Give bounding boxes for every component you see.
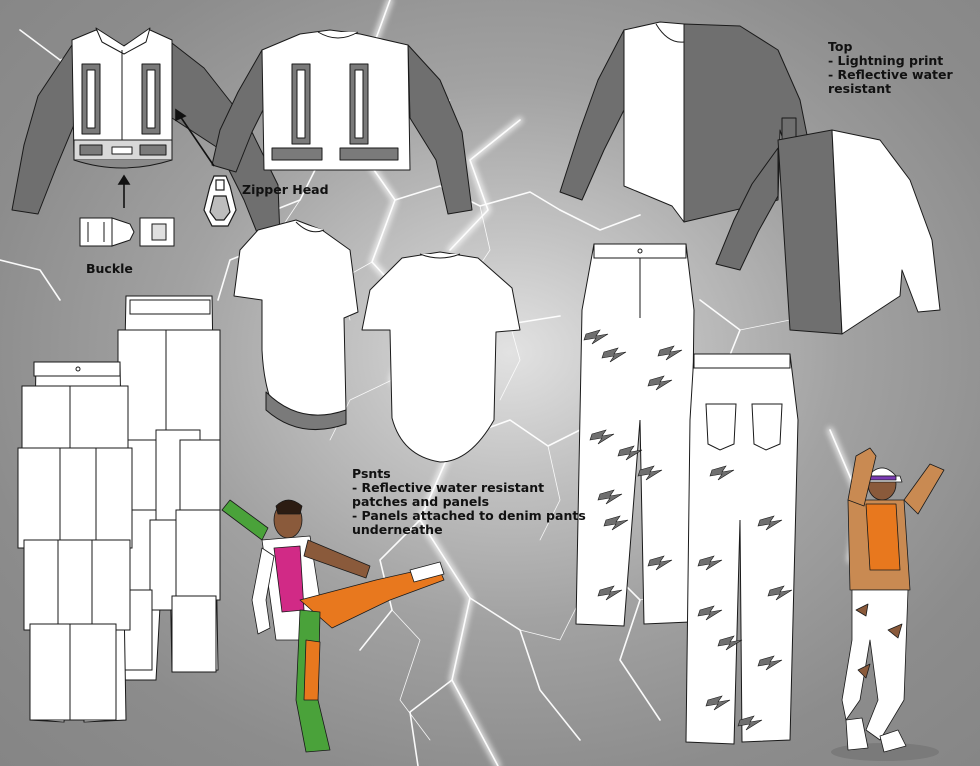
dancer-figure-left [221,499,445,753]
lightning-patch [597,585,623,601]
pants-notes: Psnts - Reflective water resistant patch… [352,467,586,537]
shirt-front-flat [559,21,813,223]
lightning-patch [657,345,683,361]
lightning-patch [697,555,723,571]
shirt-front-left-panel [623,21,685,223]
lightning-patch [709,465,735,481]
lightning-patch [647,555,673,571]
lightning-patch [637,465,663,481]
top-notes-line: - Lightning print [828,53,944,68]
annotation-arrows [117,108,215,208]
jeans-front-flat [575,243,695,627]
pants-notes-line: patches and panels [352,494,490,509]
top-notes-line: resistant [828,81,892,96]
lightning-patch [589,429,615,445]
shirt-back-right-panel [831,129,941,335]
lightning-patch [647,375,673,391]
lightning-patch [757,515,783,531]
shirt-back-left-panel [777,129,843,335]
jacket-back-flat [211,29,473,215]
shirt-front-left-sleeve [559,29,625,201]
lightning-patch [597,489,623,505]
buckle-icon [79,217,175,247]
pants-notes-line: - Reflective water resistant [352,480,545,495]
lightning-patch [705,695,731,711]
jacket-front-left-sleeve [11,44,77,215]
buckle-label: Buckle [86,261,133,276]
lightning-patch [601,347,627,363]
lightning-patch [697,605,723,621]
top-notes: Top - Lightning print - Reflective water… [828,40,953,96]
jacket-front-buckle [111,146,133,155]
jacket-front-flat [11,27,281,246]
lightning-patch [717,635,743,651]
zipper-head-icon [203,175,237,227]
pants-notes-line: underneathe [352,522,443,537]
zipper-head-label: Zipper Head [242,182,329,197]
dancer-figure-right [831,447,945,761]
jeans-back-flat [685,353,799,745]
jacket-front-collar [95,27,151,55]
lightning-patch [617,445,643,461]
tshirt-back-flat [361,251,521,463]
top-notes-heading: Top [828,39,853,54]
tshirt-front-flat [233,219,359,430]
lightning-patch [737,715,763,731]
jacket-back-right-sleeve [407,44,473,215]
pants-notes-heading: Psnts [352,466,391,481]
top-notes-line: - Reflective water [828,67,953,82]
panel-pants-front-flat [17,361,133,723]
shirt-back-left-sleeve [715,147,779,271]
shirt-back-flat [715,129,941,335]
pants-notes-line: - Panels attached to denim pants [352,508,586,523]
lightning-patch [767,585,793,601]
lightning-patch [757,655,783,671]
lightning-patch [603,515,629,531]
lightning-patch [583,329,609,345]
lightning-patches [583,329,793,731]
